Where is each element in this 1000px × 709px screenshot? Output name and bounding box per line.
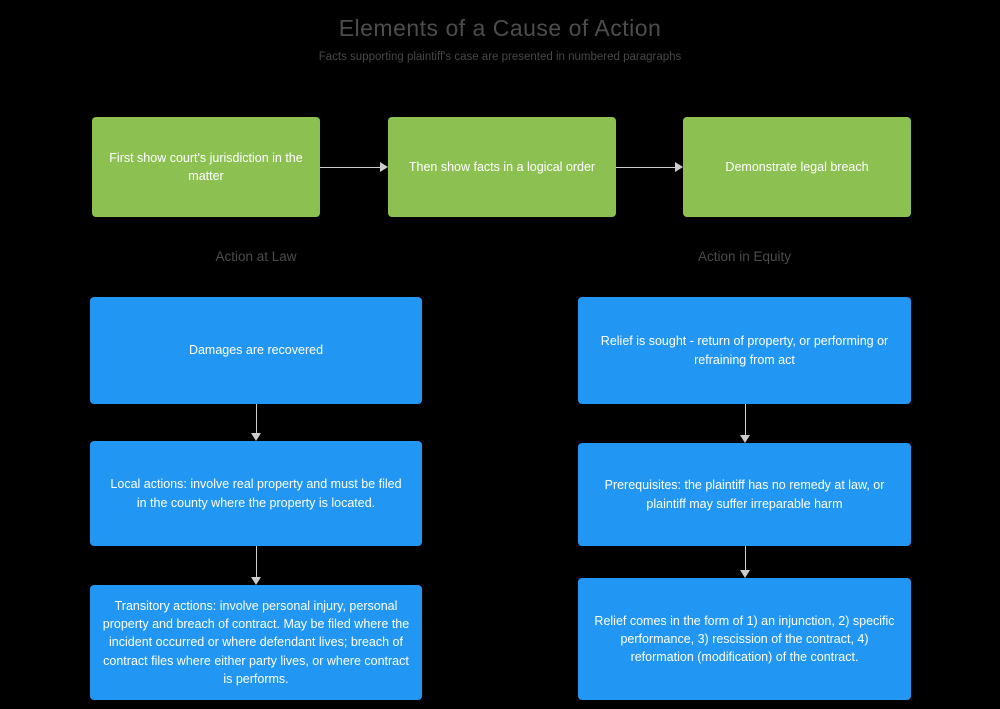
arrow-head-icon (380, 162, 388, 172)
node-law-local-actions-label: Local actions: involve real property and… (110, 477, 402, 510)
arrow-line (255, 546, 257, 577)
arrow-line (744, 546, 746, 570)
arrow-head-icon (251, 577, 261, 585)
node-equity-relief-sought: Relief is sought - return of property, o… (578, 297, 911, 404)
arrow-line (255, 404, 257, 433)
node-law-local-actions: Local actions: involve real property and… (90, 441, 422, 546)
page-subtitle: Facts supporting plaintiff's case are pr… (318, 51, 682, 63)
node-law-damages: Damages are recovered (90, 297, 422, 404)
arrow-head-icon (740, 570, 750, 578)
node-equity-prerequisites-label: Prerequisites: the plaintiff has no reme… (604, 478, 885, 511)
node-equity-relief-sought-label: Relief is sought - return of property, o… (600, 334, 889, 367)
arrow-equity1-to-equity2 (740, 404, 750, 443)
arrow-step1-to-step2 (320, 162, 388, 172)
node-legal-breach: Demonstrate legal breach (683, 117, 911, 217)
arrow-head-icon (251, 433, 261, 441)
arrow-line (320, 166, 380, 168)
arrow-equity2-to-equity3 (740, 546, 750, 578)
heading-action-at-law: Action at Law (215, 249, 297, 264)
node-jurisdiction: First show court's jurisdiction in the m… (92, 117, 320, 217)
node-legal-breach-label: Demonstrate legal breach (725, 159, 869, 174)
arrow-head-icon (740, 435, 750, 443)
page-title: Elements of a Cause of Action (338, 15, 662, 41)
arrow-law1-to-law2 (251, 404, 261, 441)
arrow-line (744, 404, 746, 435)
heading-action-in-equity: Action in Equity (697, 249, 792, 264)
node-equity-relief-forms-label: Relief comes in the form of 1) an injunc… (594, 613, 895, 665)
arrow-head-icon (675, 162, 683, 172)
arrow-line (616, 166, 675, 168)
arrow-law2-to-law3 (251, 546, 261, 585)
node-law-damages-label: Damages are recovered (188, 343, 324, 358)
node-equity-prerequisites: Prerequisites: the plaintiff has no reme… (578, 443, 911, 546)
node-law-transitory-actions-label: Transitory actions: involve personal inj… (102, 599, 410, 686)
node-facts-order-label: Then show facts in a logical order (408, 159, 596, 174)
node-equity-relief-forms: Relief comes in the form of 1) an injunc… (578, 578, 911, 700)
arrow-step2-to-step3 (616, 162, 683, 172)
node-facts-order: Then show facts in a logical order (388, 117, 616, 217)
node-law-transitory-actions: Transitory actions: involve personal inj… (90, 585, 422, 700)
node-jurisdiction-label: First show court's jurisdiction in the m… (109, 150, 303, 183)
